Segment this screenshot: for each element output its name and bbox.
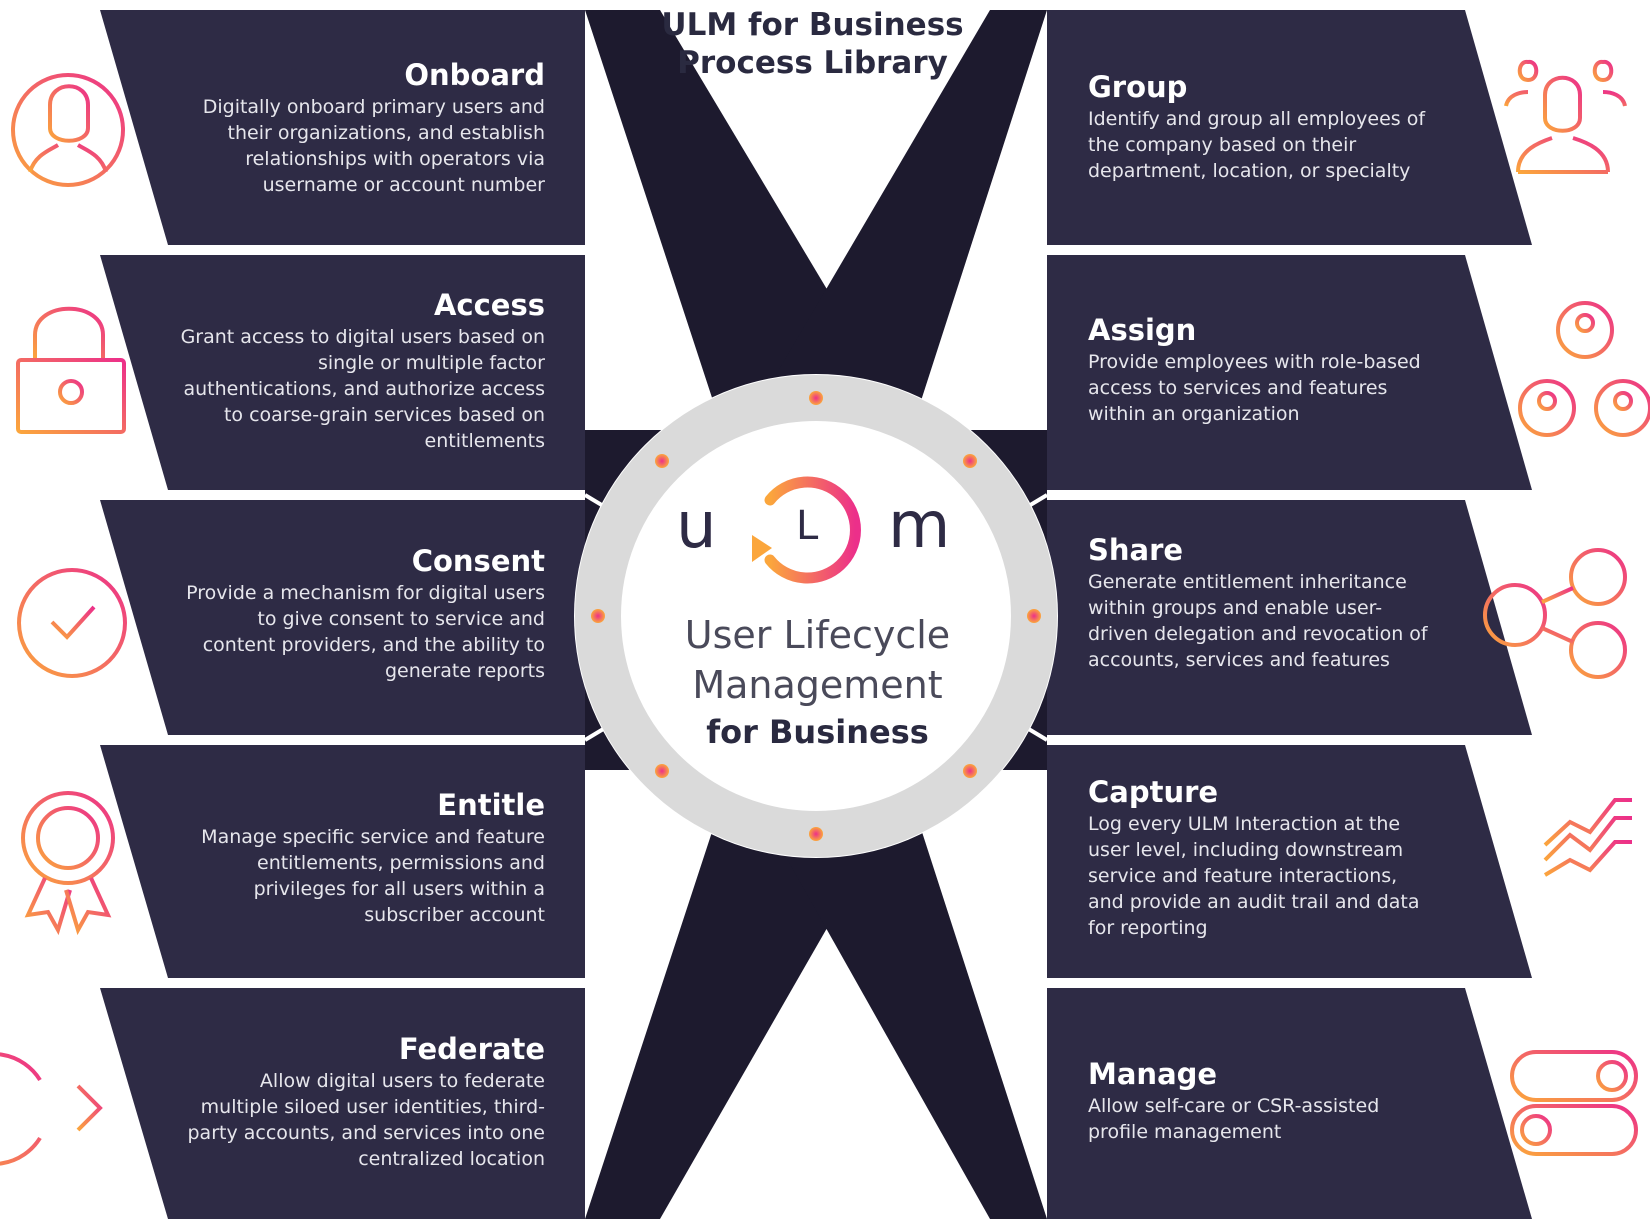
user-icon [11,73,125,187]
panel-manage-shape [1047,988,1532,1219]
panel-description: Allow digital users to federate multiple… [187,1070,546,1170]
panel-assign: Assign Provide employees with role-based… [1088,313,1433,427]
center-title: User Lifecycle Management for Business [630,610,1005,754]
center-line1: User Lifecycle [684,613,951,657]
sign-in-arrow-icon [0,1052,103,1166]
panel-title: Manage [1088,1057,1218,1091]
center-line2: Management [692,663,943,707]
panel-group-shape [1047,10,1532,245]
panel-capture-shape [1047,745,1532,978]
center-line3: for Business [706,713,929,751]
ring-dot [809,391,823,405]
user-group-icon [1504,59,1627,174]
panel-title: Assign [1088,313,1197,347]
ring-dot [1027,609,1041,623]
panel-share-shape [1047,500,1532,735]
panel-capture: Capture Log every ULM Interaction at the… [1088,775,1433,941]
panel-group: Group Identify and group all employees o… [1088,70,1433,184]
left-panels [100,10,585,1219]
panel-description: Allow self-care or CSR-assisted profile … [1088,1095,1380,1143]
panel-description: Grant access to digital users based on s… [180,326,545,452]
panel-assign-shape [1047,255,1532,490]
lock-icon [16,306,126,434]
award-ribbon-icon [21,791,115,936]
line-chart-icon [1520,795,1632,910]
logo-letter-l: L [796,503,819,549]
right-panels [1047,10,1532,1219]
ring-dot [809,827,823,841]
checkmark-circle-icon [17,568,127,678]
ring-dot [963,764,977,778]
ring-dot [655,764,669,778]
ring-dot [591,609,605,623]
panel-description: Digitally onboard primary users and thei… [202,96,545,196]
panel-entitle-shape [100,745,585,978]
logo-letter-m: m [888,489,951,563]
panel-description: Log every ULM Interaction at the user le… [1088,813,1420,939]
org-hierarchy-icon [1518,301,1650,437]
panel-description: Provide a mechanism for digital users to… [186,582,545,682]
panel-federate-shape [100,988,585,1219]
panel-title: Federate [398,1032,545,1066]
ring-dots [591,391,1041,841]
main-title-line1: ULM for Business [661,7,964,43]
panel-onboard-shape [100,10,585,245]
panel-description: Provide employees with role-based access… [1088,351,1421,425]
panel-title: Access [433,288,545,322]
panel-title: Onboard [404,58,545,92]
panel-description: Generate entitlement inheritance within … [1088,571,1428,671]
panel-title: Entitle [437,788,545,822]
panel-entitle: Entitle Manage specific service and feat… [180,788,545,928]
toggle-switches-icon [1510,1050,1638,1156]
ring-dot [963,454,977,468]
panel-description: Manage specific service and feature enti… [201,826,545,926]
panel-onboard: Onboard Digitally onboard primary users … [180,58,545,198]
main-title-line2: Process Library [677,45,948,81]
logo-letter-u: u [676,489,717,563]
panel-federate: Federate Allow digital users to federate… [180,1032,546,1172]
panel-manage: Manage Allow self-care or CSR-assisted p… [1088,1057,1433,1145]
panel-access-shape [100,255,585,490]
panel-title: Group [1088,70,1188,104]
panel-title: Consent [411,544,545,578]
panel-title: Share [1088,533,1184,567]
panel-consent: Consent Provide a mechanism for digital … [180,544,545,684]
ring-dot [655,454,669,468]
panel-consent-shape [100,500,585,735]
panel-description: Identify and group all employees of the … [1088,108,1426,182]
main-title: ULM for Business Process Library [620,6,1005,82]
ulm-cycle-logo-icon [752,476,861,584]
share-icon [1483,548,1627,679]
panel-title: Capture [1088,775,1219,809]
panel-share: Share Generate entitlement inheritance w… [1088,533,1433,673]
panel-access: Access Grant access to digital users bas… [180,288,545,454]
